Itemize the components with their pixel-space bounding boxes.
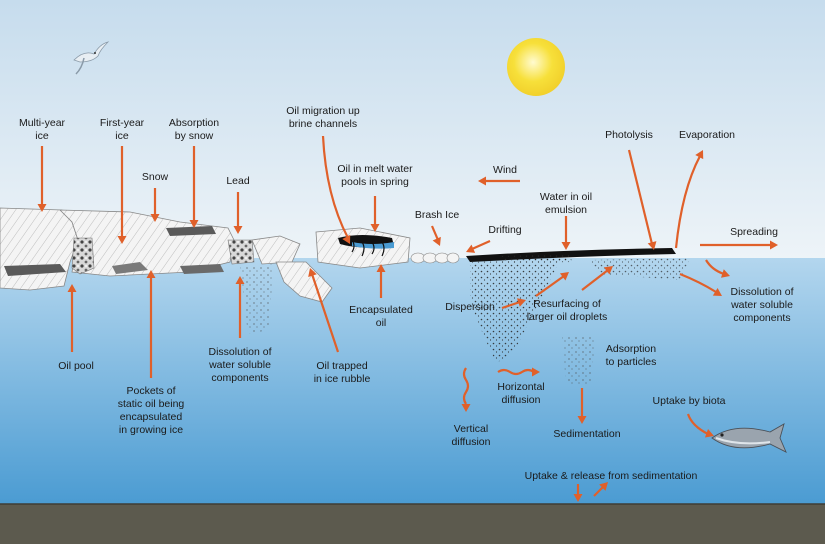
brine-channels: [351, 239, 385, 257]
arrow-pockets: [146, 270, 156, 378]
arrow-wind: [478, 176, 520, 186]
arrow-encapsulated-oil: [376, 264, 386, 298]
dissolution-left-plume: [240, 264, 274, 334]
rubble-ice-b: [251, 235, 301, 265]
oil-pocket-1: [112, 262, 148, 274]
arrow-brash-ice: [430, 225, 441, 246]
arrow-oil-trapped: [308, 268, 340, 353]
arrow-sedimentation: [577, 388, 587, 424]
label-lead: Lead: [226, 175, 250, 187]
arrow-evaporation: [674, 150, 704, 249]
label-wind: Wind: [493, 164, 517, 176]
arrow-horizontal-diffusion: [497, 367, 540, 377]
arrow-drifting: [466, 239, 491, 253]
arrow-uptake-down: [573, 484, 583, 502]
arrow-resurfacing: [535, 272, 569, 297]
dispersion-plume: [470, 260, 560, 362]
rubble-ice-a: [71, 237, 95, 275]
lead-rubble: [227, 239, 255, 265]
oil-under-snow: [166, 226, 216, 236]
arrow-vertical-diffusion: [461, 367, 471, 412]
label-drifting: Drifting: [488, 224, 521, 236]
ice-sheet: [0, 207, 411, 303]
arrow-first-year-ice: [117, 146, 127, 244]
label-oil-pool: Oil pool: [58, 360, 94, 372]
adsorption-particles: [562, 336, 596, 384]
arrow-absorption-by-snow: [189, 146, 199, 228]
arrow-resurfacing-b: [581, 266, 613, 291]
arrow-snow: [150, 188, 160, 222]
dispersion-right: [590, 258, 690, 280]
arrow-oil-migration: [321, 135, 351, 244]
arrow-multi-year-ice: [37, 146, 47, 212]
label-spreading: Spreading: [730, 226, 778, 238]
arrow-uptake-up: [593, 482, 608, 497]
arrow-dissolution-left: [235, 276, 245, 338]
label-photolysis: Photolysis: [605, 129, 653, 141]
label-dispersion: Dispersion: [445, 301, 495, 313]
label-uptake-release: Uptake & release from sedimentation: [525, 470, 698, 482]
label-uptake-biota: Uptake by biota: [653, 395, 726, 407]
arrow-water-in-oil: [561, 216, 571, 250]
process-arrows: [37, 135, 778, 502]
seabed: [0, 504, 825, 544]
sun-icon: [507, 38, 565, 96]
multi-year-ice: [0, 207, 79, 291]
seagull-icon: [73, 41, 110, 75]
label-sedimentation: Sedimentation: [553, 428, 620, 440]
fish-icon: [711, 423, 787, 453]
arrow-dissolution-right: [679, 272, 722, 296]
arrow-dissolution-right-b: [705, 259, 730, 278]
arrow-dispersion: [501, 298, 526, 310]
label-brash-ice: Brash Ice: [415, 209, 460, 221]
oil-pocket-multi-year: [4, 264, 66, 276]
arrow-spreading: [700, 240, 778, 250]
label-evaporation: Evaporation: [679, 129, 735, 141]
arrow-photolysis: [627, 149, 657, 250]
arrow-uptake-biota: [686, 413, 714, 438]
label-snow: Snow: [142, 171, 169, 183]
oil-pocket-2: [180, 264, 224, 274]
water: [0, 258, 825, 506]
arrow-oil-melt-water: [370, 196, 380, 232]
brash-ice: [410, 252, 460, 264]
arrow-oil-pool: [67, 284, 77, 352]
arrow-lead: [233, 192, 243, 234]
